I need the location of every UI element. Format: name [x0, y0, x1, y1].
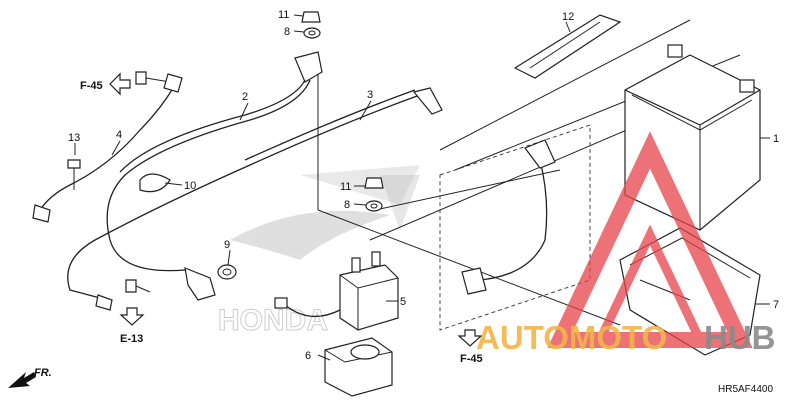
honda-text-watermark: HONDA [218, 304, 328, 337]
relay-cover [324, 337, 393, 397]
cable-end-2 [184, 267, 216, 301]
battery-band [513, 14, 622, 79]
label-part-9: 9 [224, 239, 230, 251]
nut-middle [364, 177, 384, 189]
nut-top [301, 11, 321, 23]
label-part-7: 7 [773, 299, 779, 311]
cable-4 [39, 84, 176, 211]
cable-2 [106, 79, 311, 279]
arrow-down-icon [457, 329, 483, 347]
ref-f45-top: F-45 [80, 80, 103, 92]
label-part-4: 4 [116, 129, 122, 141]
shade-pattern [380, 175, 420, 230]
direction-label: FR. [34, 367, 52, 379]
label-part-8-top: 8 [284, 26, 290, 38]
honda-wing-watermark [230, 165, 420, 260]
starter-relay [274, 251, 399, 331]
bolt-e13 [125, 279, 151, 293]
nut-9 [217, 264, 237, 280]
drawing-code: HR5AF4400 [718, 384, 773, 395]
washer-top [303, 27, 321, 39]
label-part-10: 10 [184, 180, 196, 192]
arrow-down-icon [119, 307, 145, 326]
label-part-13: 13 [68, 132, 80, 144]
ref-f45-bottom: F-45 [460, 353, 483, 365]
label-part-11-top: 11 [278, 9, 289, 21]
cable-sub [479, 159, 548, 281]
label-part-2: 2 [242, 91, 248, 103]
automotohub-logo-watermark [547, 131, 753, 348]
watermark-hub: HUB [704, 319, 776, 356]
label-part-11-middle: 11 [340, 181, 351, 193]
label-part-12: 12 [562, 11, 574, 23]
label-part-8-middle: 8 [344, 199, 350, 211]
battery [624, 44, 761, 231]
front-direction-arrow: FR. [8, 367, 52, 388]
label-part-1: 1 [773, 133, 779, 145]
cable-boot-top [294, 51, 323, 83]
cable-3 [67, 94, 421, 299]
watermark-automoto: AUTOMOTO [476, 319, 667, 356]
cable-3-clip [412, 87, 443, 115]
label-part-5: 5 [400, 296, 406, 308]
label-part-6: 6 [305, 350, 311, 362]
terminal-4 [32, 204, 51, 223]
terminal-e13 [95, 294, 113, 311]
label-part-3: 3 [367, 89, 373, 101]
band-10 [139, 173, 171, 193]
bolt-f45 [135, 71, 183, 93]
ref-e13: E-13 [120, 333, 143, 345]
bolt-13 [67, 159, 81, 190]
arrow-left-icon [109, 72, 131, 96]
washer-middle [365, 200, 383, 212]
leader-lines [74, 14, 770, 361]
